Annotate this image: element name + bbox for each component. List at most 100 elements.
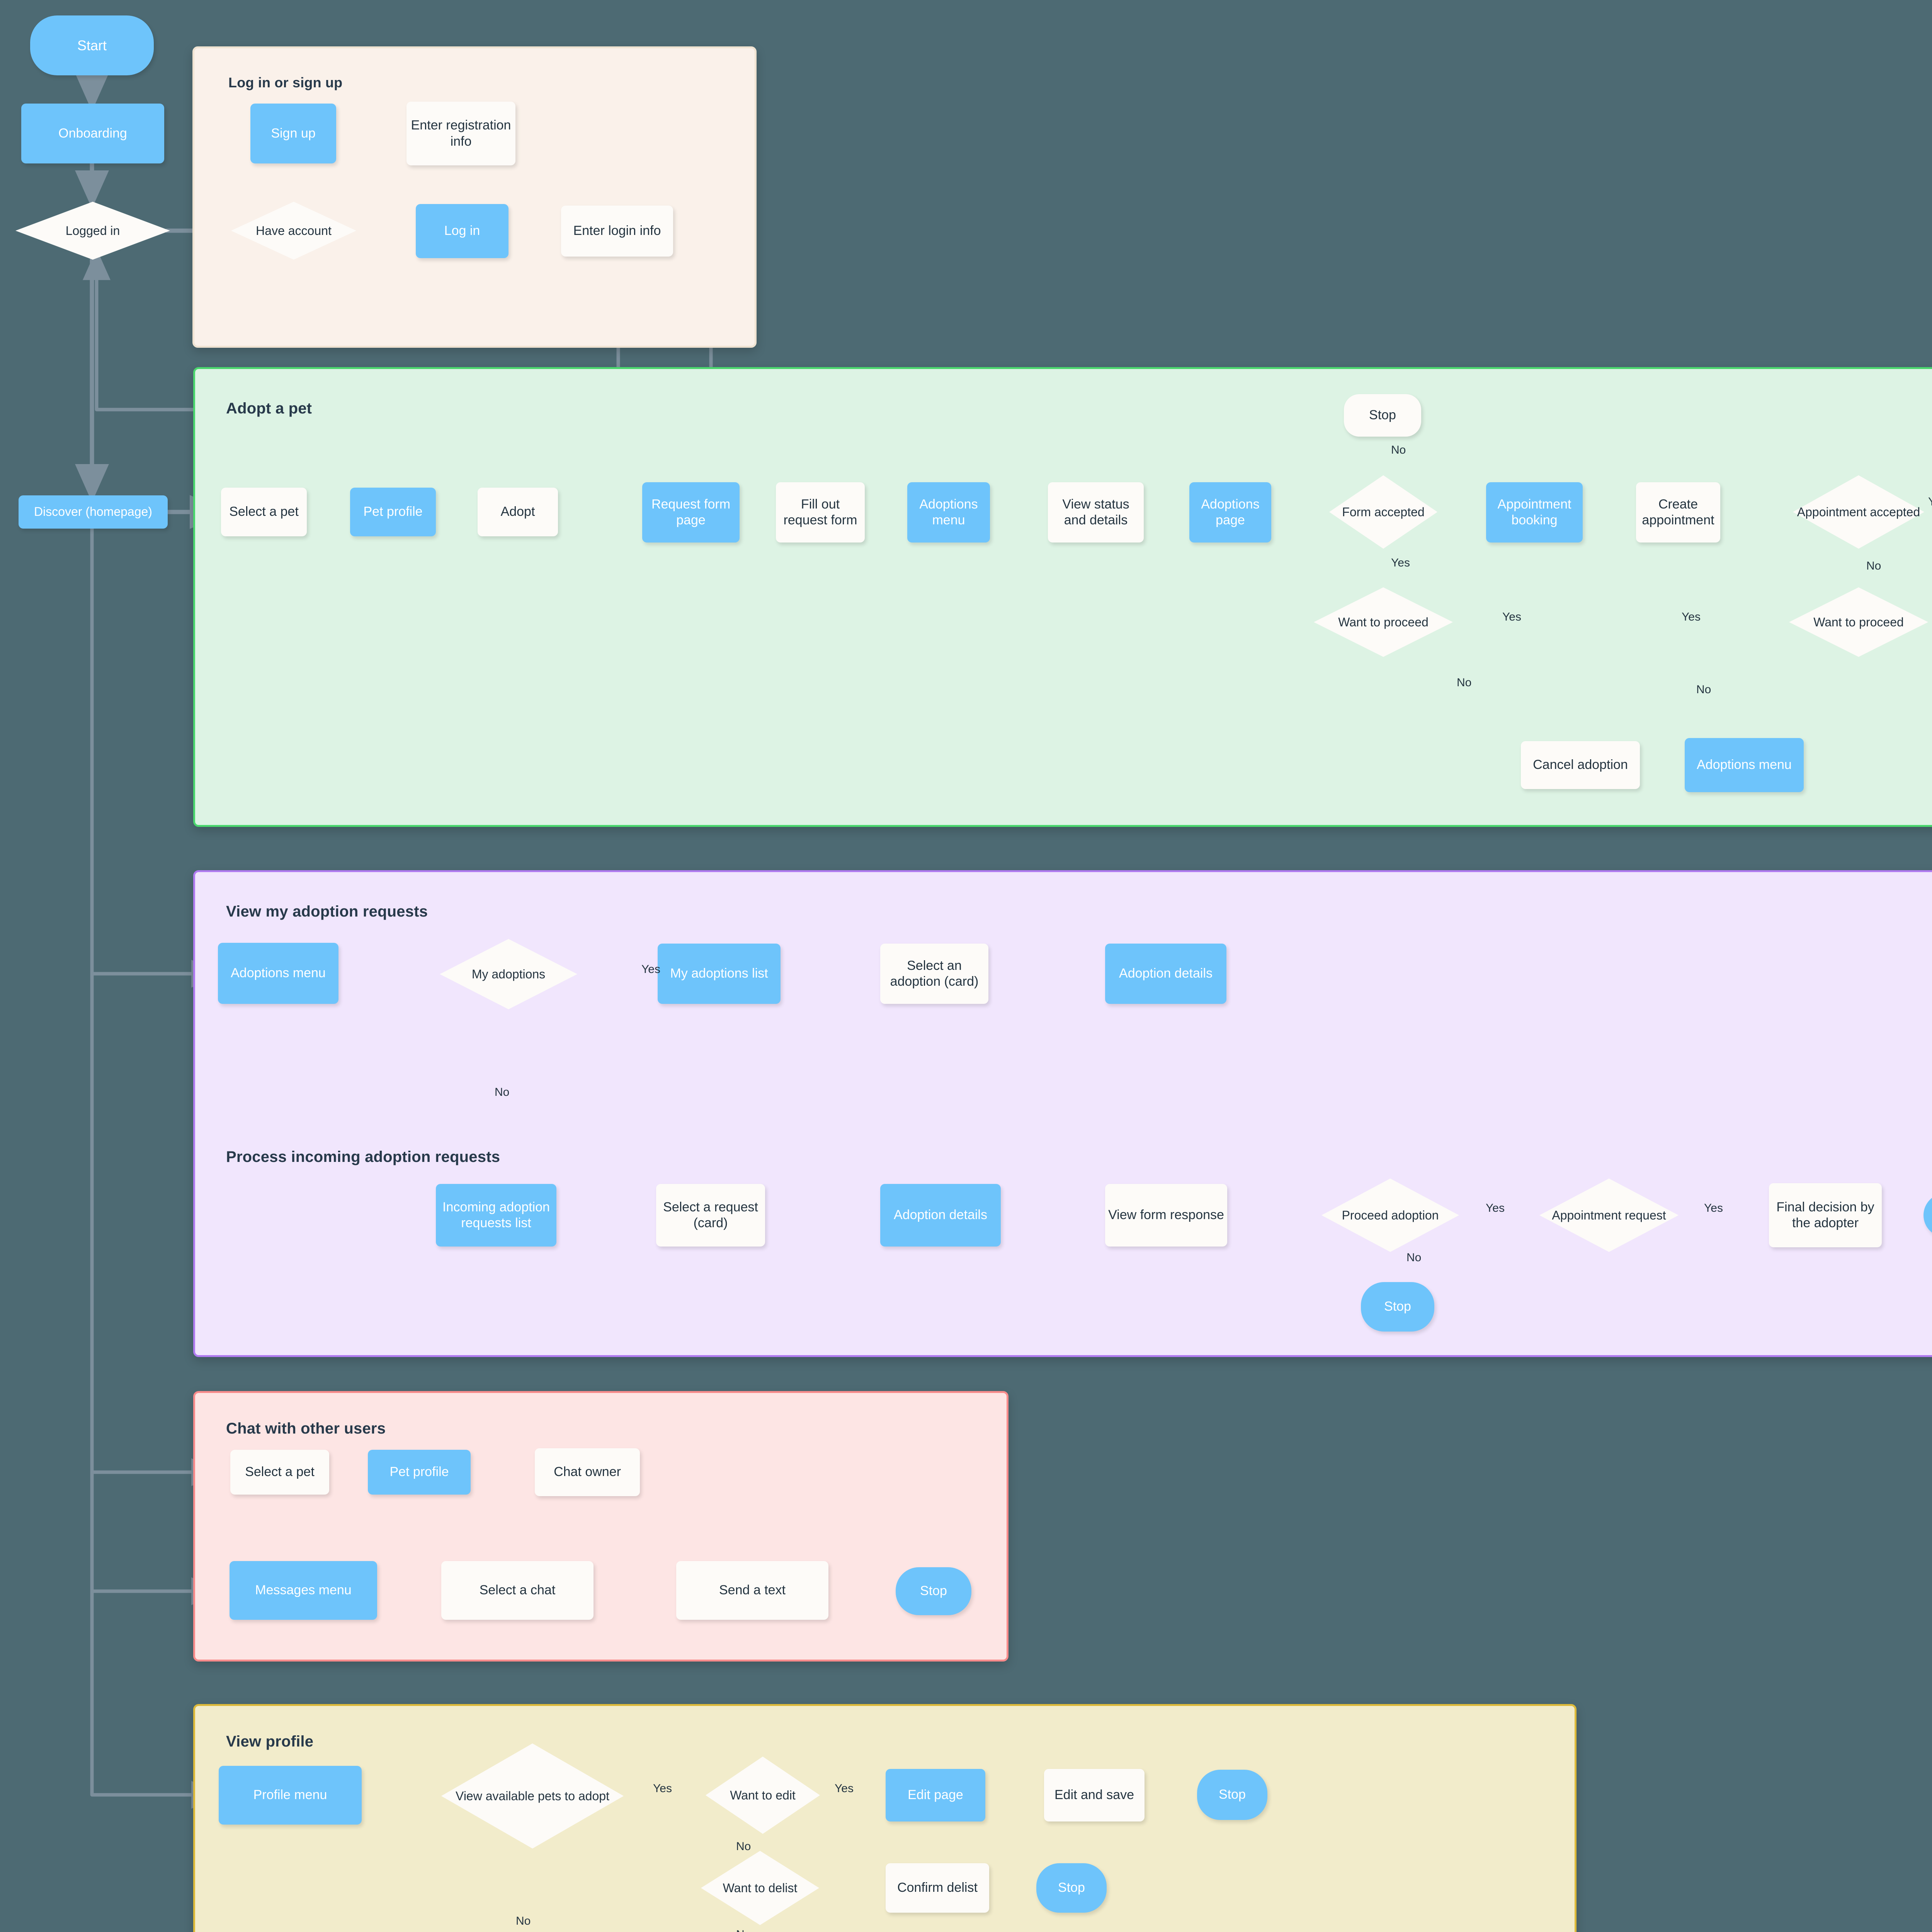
node-final-decision-by-the-adopter[interactable]: Final decision by the adopter — [1769, 1183, 1882, 1247]
node-incoming-adoption-requests-list[interactable]: Incoming adoption requests list — [436, 1184, 556, 1247]
node-chat-owner[interactable]: Chat owner — [535, 1448, 640, 1496]
node-logged-in-label: Logged in — [65, 223, 120, 238]
edge-label-proceed1-yes: Yes — [1502, 611, 1521, 623]
node-enter-registration-info-label: Enter registration info — [411, 118, 511, 149]
node-onboarding[interactable]: Onboarding — [21, 104, 164, 163]
node-edit-page-label: Edit page — [908, 1787, 963, 1803]
group-requests-title: View my adoption requests — [226, 903, 428, 920]
group-view-adoption-requests: View my adoption requests Process incomi… — [193, 870, 1932, 1357]
node-enter-login-info-label: Enter login info — [573, 223, 661, 238]
node-start[interactable]: Start — [30, 15, 154, 75]
edge-label-proceed-adoption-yes: Yes — [1486, 1202, 1505, 1214]
edge-label-appt-accepted-no: No — [1866, 560, 1881, 572]
node-view-available-pets-to-adopt[interactable]: View available pets to adopt — [441, 1743, 624, 1849]
node-enter-registration-info[interactable]: Enter registration info — [406, 102, 515, 165]
node-stop-edit[interactable]: Stop — [1197, 1770, 1267, 1820]
edge-label-want-to-edit-no: No — [736, 1840, 751, 1853]
edge-label-available-yes: Yes — [653, 1782, 672, 1795]
node-stop-chat[interactable]: Stop — [896, 1567, 971, 1615]
node-select-a-pet-adopt[interactable]: Select a pet — [221, 488, 307, 536]
node-select-a-chat[interactable]: Select a chat — [441, 1561, 594, 1620]
node-view-status-and-details[interactable]: View status and details — [1048, 482, 1144, 543]
node-fill-out-request-form-label: Fill out request form — [783, 497, 857, 527]
edge-label-proceed2-no: No — [1696, 683, 1711, 696]
node-appointment-request-label: Appointment request — [1552, 1208, 1666, 1222]
edge-label-my-adoptions-yes: Yes — [641, 963, 660, 976]
edge-label-form-accepted-no: No — [1391, 444, 1406, 456]
group-chat-title: Chat with other users — [226, 1420, 386, 1437]
node-have-account[interactable]: Have account — [231, 202, 356, 260]
node-stop-edit-label: Stop — [1219, 1787, 1246, 1802]
node-want-to-proceed-2[interactable]: Want to proceed — [1789, 587, 1928, 657]
node-sign-up-label: Sign up — [271, 126, 316, 141]
node-edit-and-save[interactable]: Edit and save — [1044, 1769, 1145, 1821]
node-chat-owner-label: Chat owner — [554, 1464, 621, 1480]
node-stop-proceed-no[interactable]: Stop — [1361, 1282, 1434, 1332]
node-create-appointment-label: Create appointment — [1642, 497, 1714, 527]
node-my-adoptions-list-label: My adoptions list — [670, 966, 768, 981]
node-confirm-delist[interactable]: Confirm delist — [886, 1863, 989, 1913]
node-my-adoptions-label: My adoptions — [471, 967, 546, 981]
node-appointment-request[interactable]: Appointment request — [1539, 1179, 1679, 1252]
node-fill-out-request-form[interactable]: Fill out request form — [776, 482, 865, 543]
node-form-accepted[interactable]: Form accepted — [1329, 475, 1437, 549]
node-adoption-details-label: Adoption details — [1119, 966, 1213, 981]
node-stop-delist[interactable]: Stop — [1036, 1863, 1107, 1913]
node-stop-proceed-no-label: Stop — [1384, 1299, 1411, 1314]
node-adoption-details-2-label: Adoption details — [894, 1208, 987, 1223]
node-sign-up[interactable]: Sign up — [250, 104, 336, 163]
node-view-form-response[interactable]: View form response — [1105, 1184, 1227, 1247]
node-onboarding-label: Onboarding — [58, 126, 127, 141]
node-want-to-proceed-1[interactable]: Want to proceed — [1314, 587, 1453, 657]
node-pet-profile-chat[interactable]: Pet profile — [368, 1450, 471, 1495]
node-final-decision-adopter-label: Final decision by the adopter — [1776, 1199, 1874, 1230]
node-pet-profile-label: Pet profile — [363, 504, 423, 519]
node-adoptions-menu-requests[interactable]: Adoptions menu — [218, 943, 338, 1004]
node-appointment-booking[interactable]: Appointment booking — [1486, 482, 1583, 543]
node-cancel-adoption[interactable]: Cancel adoption — [1521, 741, 1640, 789]
node-log-in[interactable]: Log in — [416, 204, 509, 258]
node-view-form-response-label: View form response — [1108, 1208, 1224, 1223]
node-pet-profile-adopt[interactable]: Pet profile — [350, 488, 436, 536]
node-enter-login-info[interactable]: Enter login info — [561, 206, 673, 257]
node-create-appointment[interactable]: Create appointment — [1636, 482, 1720, 543]
node-send-a-text[interactable]: Send a text — [676, 1561, 828, 1620]
node-start-label: Start — [77, 37, 107, 53]
group-adopt-a-pet: Adopt a pet — [193, 367, 1932, 827]
node-request-form-page-main[interactable]: Request form page — [642, 482, 740, 543]
edge-label-appt-accepted-yes: Yes — [1928, 495, 1932, 509]
node-cancel-adoption-label: Cancel adoption — [1533, 757, 1628, 772]
node-adoption-details-mine[interactable]: Adoption details — [1105, 944, 1226, 1004]
node-stop-label: Stop — [1369, 408, 1396, 423]
node-select-a-pet-label: Select a pet — [229, 504, 299, 519]
node-want-to-edit[interactable]: Want to edit — [706, 1757, 820, 1834]
node-adoptions-menu-2-label: Adoptions menu — [1697, 757, 1792, 772]
node-profile-menu[interactable]: Profile menu — [219, 1766, 362, 1825]
node-pet-profile-chat-label: Pet profile — [389, 1464, 449, 1480]
node-select-a-request-card[interactable]: Select a request (card) — [656, 1184, 765, 1247]
node-adoptions-menu-adopt[interactable]: Adoptions menu — [907, 482, 990, 543]
node-adoptions-page[interactable]: Adoptions page — [1189, 482, 1271, 543]
node-want-to-delist-label: Want to delist — [723, 1881, 798, 1895]
node-select-an-adoption-card[interactable]: Select an adoption (card) — [880, 944, 988, 1004]
node-appointment-accepted[interactable]: Appointment accepted — [1793, 475, 1924, 549]
node-edit-page[interactable]: Edit page — [886, 1769, 985, 1821]
node-want-to-delist[interactable]: Want to delist — [701, 1851, 819, 1925]
node-adopt[interactable]: Adopt — [478, 488, 558, 536]
node-my-adoptions-list[interactable]: My adoptions list — [658, 944, 781, 1004]
node-stop-form-not-accepted[interactable]: Stop — [1344, 394, 1421, 437]
node-logged-in[interactable]: Logged in — [15, 202, 170, 260]
node-adoptions-menu-cancel[interactable]: Adoptions menu — [1685, 738, 1804, 792]
edge-label-proceed-adoption-no: No — [1406, 1251, 1422, 1264]
edge-label-proceed1-no: No — [1457, 676, 1472, 689]
node-adoptions-menu-label: Adoptions menu — [919, 497, 978, 527]
node-messages-menu[interactable]: Messages menu — [230, 1561, 377, 1620]
node-discover-homepage[interactable]: Discover (homepage) — [19, 495, 168, 529]
edge-label-proceed2-yes: Yes — [1682, 611, 1701, 623]
group-requests-subtitle: Process incoming adoption requests — [226, 1148, 500, 1165]
node-proceed-adoption[interactable]: Proceed adoption — [1321, 1179, 1459, 1252]
node-select-a-pet-chat[interactable]: Select a pet — [230, 1450, 329, 1495]
node-adoption-details-incoming[interactable]: Adoption details — [880, 1184, 1001, 1247]
node-form-accepted-label: Form accepted — [1342, 505, 1425, 519]
node-my-adoptions[interactable]: My adoptions — [440, 939, 577, 1009]
